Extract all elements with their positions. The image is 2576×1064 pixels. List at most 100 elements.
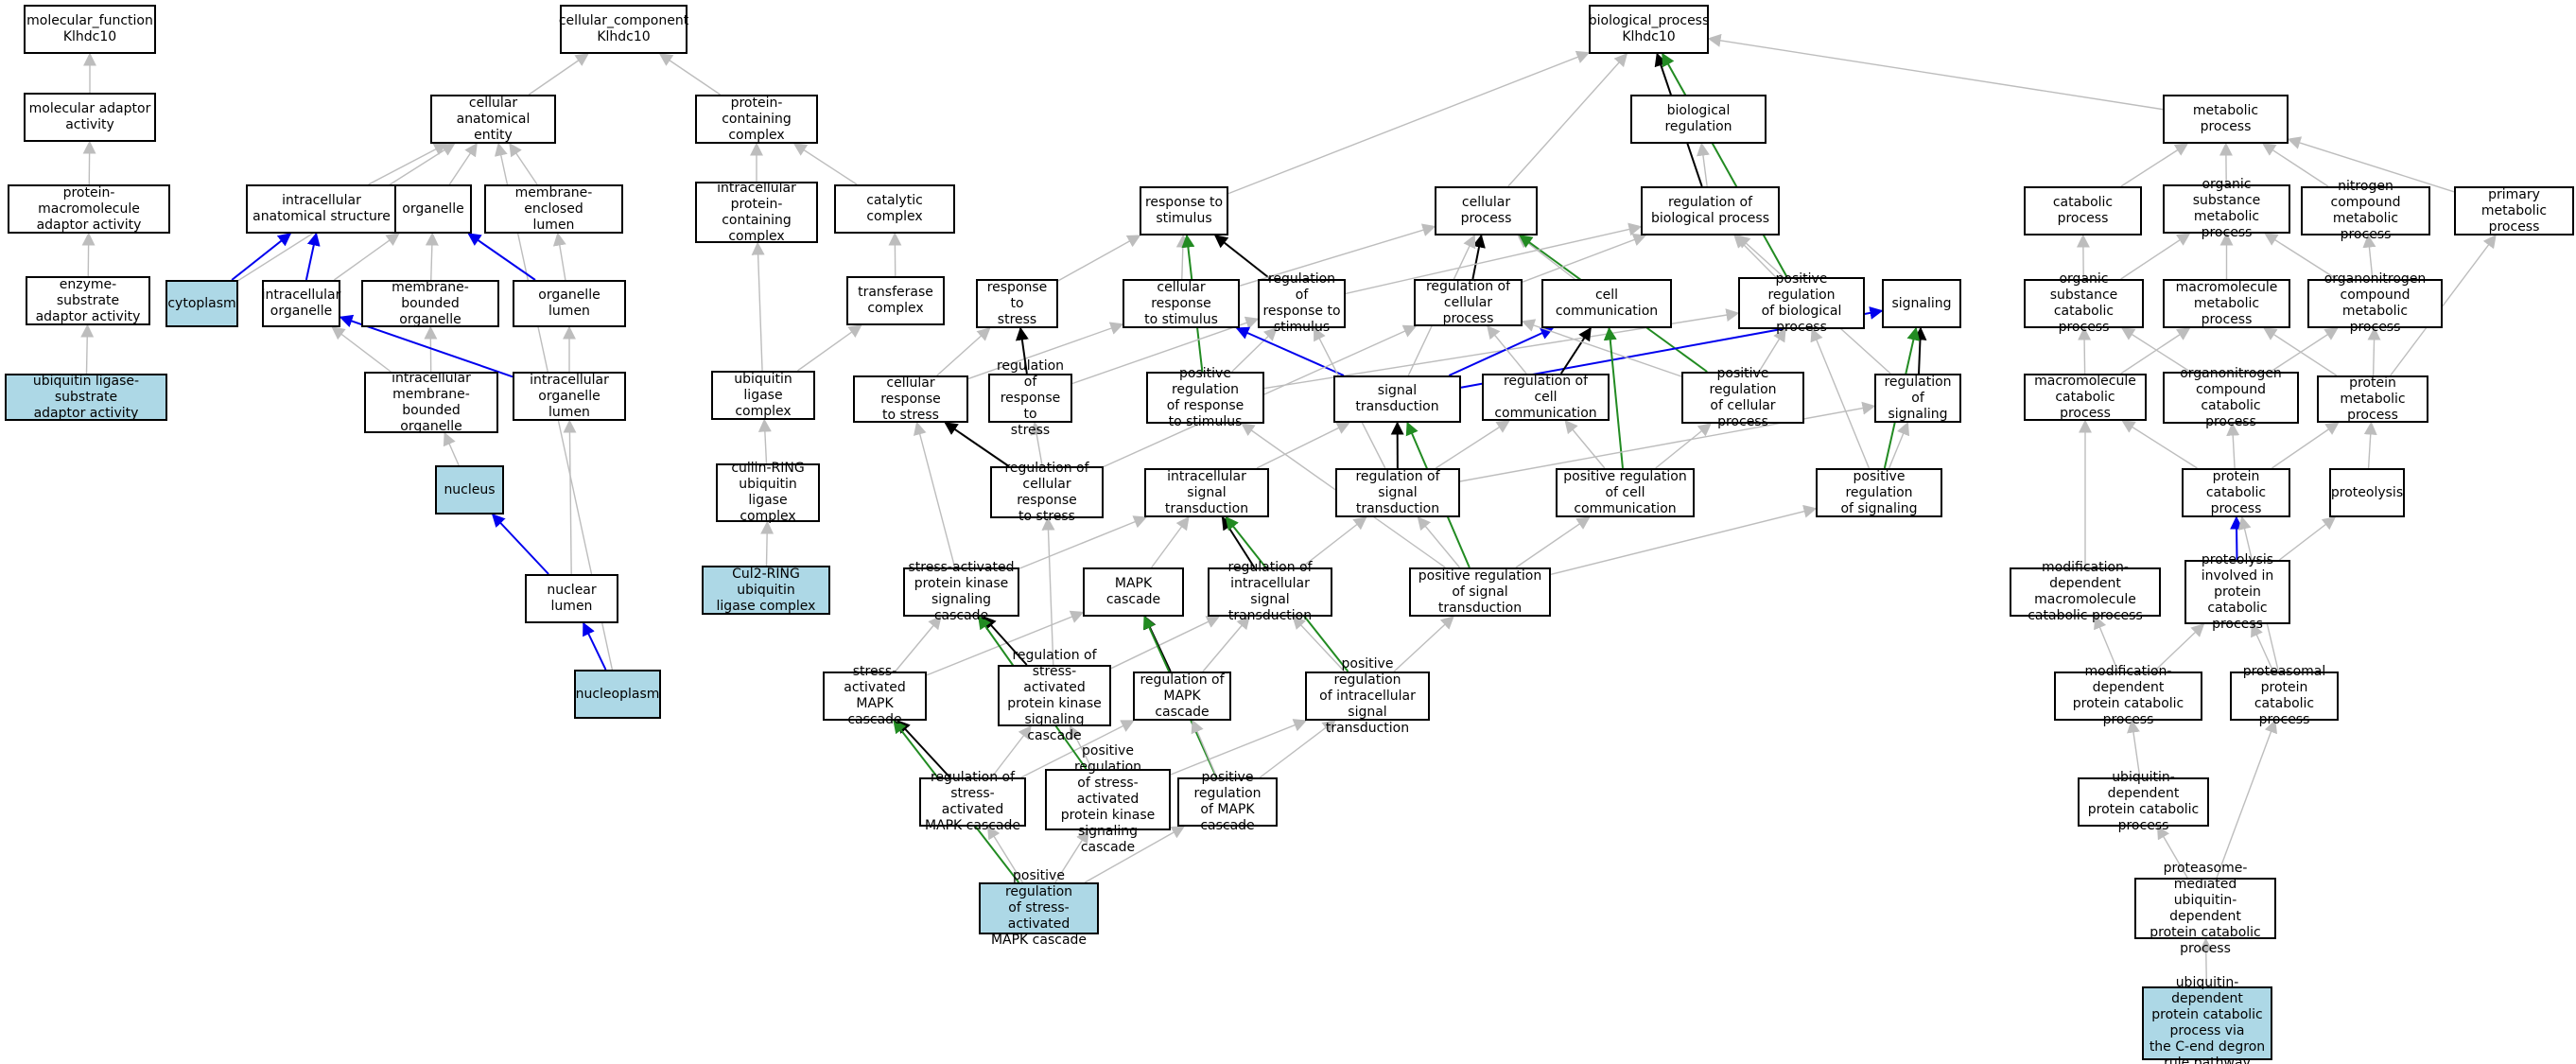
edge-is-a-pos-reg-stress-act-mapk-to-reg-stress-act-mapk bbox=[986, 825, 1023, 883]
edge-is-a-reg-stress-act-mapk-to-reg-stress-act-pk bbox=[990, 724, 1032, 778]
edge-is-a-mod-dep-prot-catab-to-proteolysis-prot-catab bbox=[2153, 623, 2205, 672]
edge-is-a-cellular-resp-stress-to-response-stress bbox=[936, 327, 991, 376]
go-term-transferase-complex: transferase complex bbox=[846, 276, 945, 325]
edge-is-a-stress-act-mapk-to-mapk-cascade bbox=[926, 610, 1085, 676]
edge-is-a-proteolysis-to-protein-metab bbox=[2363, 421, 2377, 469]
edge-is-a-reg-signal-transd-to-reg-signaling bbox=[1459, 401, 1876, 482]
go-term-pos-reg-mapk: positive regulation of MAPK cascade bbox=[1177, 770, 1278, 833]
go-term-intracell-mb-org: intracellular membrane-bounded organelle bbox=[364, 371, 498, 434]
go-term-cellular-resp-stimulus: cellular response to stimulus bbox=[1123, 279, 1240, 328]
edge-is-a-reg-cellular-resp-stress-to-reg-resp-stress bbox=[1030, 421, 1044, 467]
edge-is-a-intracell-anat-to-cell-anat-entity bbox=[368, 143, 448, 185]
go-term-metabolic-process: metabolic process bbox=[2163, 95, 2289, 144]
go-term-cellular-resp-stress: cellular response to stress bbox=[853, 375, 968, 423]
edge-is-a-pos-reg-signal-transd-to-pos-reg-cell-comm bbox=[1515, 516, 1591, 568]
edge-is-a-macromolecule-catab-to-organic-subst-catab bbox=[2078, 326, 2092, 375]
go-term-reg-mapk: regulation of MAPK cascade bbox=[1133, 672, 1231, 721]
go-term-reg-resp-stress: regulation of response to stress bbox=[988, 358, 1072, 438]
go-term-enzyme-substrate: enzyme-substrate adaptor activity bbox=[26, 276, 150, 325]
edge-is-a-catalytic-complex-to-protein-containing bbox=[792, 143, 858, 185]
edge-is-a-catabolic-process-to-metabolic-process bbox=[2120, 143, 2189, 187]
edge-is-a-ub-ligase-complex-to-transferase-complex bbox=[796, 324, 862, 372]
edge-regulates-reg-stress-act-mapk-to-stress-act-mapk bbox=[896, 719, 951, 778]
edge-is-a-reg-resp-stress-to-reg-resp-stimulus bbox=[1071, 316, 1260, 385]
go-term-macromolecule-metab: macromolecule metabolic process bbox=[2163, 279, 2290, 328]
edge-is-a-cellular-process-to-bp-root bbox=[1507, 52, 1628, 187]
edge-is-a-pos-reg-signaling-to-pos-reg-bio-process bbox=[1810, 327, 1871, 469]
go-term-pos-reg-bio-process: positive regulation of biological proces… bbox=[1738, 271, 1865, 335]
edge-positively-regulates-pos-reg-bio-process-to-bp-root bbox=[1662, 52, 1788, 278]
go-term-catabolic-process: catabolic process bbox=[2024, 186, 2142, 235]
edge-is-a-pos-reg-intracell-signal-transd-to-reg-intracell-signal-transd bbox=[1292, 615, 1346, 672]
go-term-organelle-lumen: organelle lumen bbox=[513, 280, 626, 327]
edge-regulates-reg-cellular-process-to-cellular-process bbox=[1471, 234, 1486, 280]
go-term-prot-macro-adaptor: protein-macromolecule adaptor activity bbox=[8, 184, 170, 234]
edge-part-of-organelle-lumen-to-organelle bbox=[467, 233, 536, 281]
edge-is-a-pos-reg-stress-act-mapk-to-pos-reg-mapk bbox=[1084, 826, 1186, 883]
edge-is-a-metabolic-process-to-bp-root bbox=[1707, 33, 2164, 111]
go-term-cullin-ring: cullin-RING ubiquitin ligase complex bbox=[716, 461, 820, 524]
edge-is-a-reg-cellular-process-to-reg-bio-process bbox=[1522, 233, 1647, 283]
go-term-pos-reg-stress-act-pk: positive regulation of stress-activated … bbox=[1045, 743, 1171, 855]
edge-is-a-pos-reg-mapk-to-reg-mapk bbox=[1191, 719, 1218, 778]
go-term-ub-dep-prot-catab: ubiquitin-dependent protein catabolic pr… bbox=[2078, 770, 2209, 833]
edge-is-a-proteasome-ub-dep-to-ub-dep-prot-catab bbox=[2156, 825, 2188, 879]
edge-is-a-proteasomal-catab-to-proteolysis-prot-catab bbox=[2251, 622, 2274, 672]
go-term-proteasomal-catab: proteasomal protein catabolic process bbox=[2230, 664, 2339, 727]
edge-is-a-protein-catab-to-macromolecule-catab bbox=[2121, 420, 2198, 469]
edge-is-a-protein-catab-to-protein-metab bbox=[2271, 422, 2340, 469]
edge-part-of-signal-transduction-to-cellular-resp-stimulus bbox=[1235, 326, 1345, 376]
go-term-cell-anat-entity: cellular anatomical entity bbox=[430, 95, 556, 144]
edge-is-a-cellular-resp-stimulus-to-response-stimulus bbox=[1175, 234, 1190, 280]
edge-is-a-protein-catab-to-organonitrogen-catab bbox=[2226, 422, 2240, 469]
go-term-protein-metab: protein metabolic process bbox=[2317, 375, 2428, 423]
edge-is-a-pos-reg-stress-act-pk-to-reg-stress-act-pk bbox=[1070, 724, 1093, 770]
edge-is-a-intracell-organelle-to-organelle bbox=[333, 233, 400, 281]
edge-is-a-cul2-ring-to-cullin-ring bbox=[760, 520, 775, 567]
edge-regulates-reg-signaling-to-signaling bbox=[1913, 326, 1927, 375]
edge-is-a-nucleus-to-intracell-mb-org bbox=[443, 431, 460, 466]
edge-is-a-reg-cell-comm-to-reg-cellular-process bbox=[1487, 324, 1527, 375]
edge-is-a-pos-reg-intracell-signal-transd-to-pos-reg-signal-transd bbox=[1393, 616, 1454, 672]
go-term-ub-ligase-substrate: ubiquitin ligase-substrate adaptor activ… bbox=[5, 374, 167, 421]
go-term-response-stress: response to stress bbox=[976, 279, 1058, 328]
go-term-protein-containing: protein-containing complex bbox=[695, 95, 818, 144]
go-term-reg-cellular-resp-stress: regulation of cellular response to stres… bbox=[990, 461, 1104, 524]
edge-is-a-pos-reg-cellular-process-to-reg-cellular-process bbox=[1521, 319, 1682, 377]
edge-is-a-pos-reg-stress-act-mapk-to-pos-reg-stress-act-pk bbox=[1054, 829, 1089, 883]
edge-is-a-ub-dep-prot-catab-to-mod-dep-prot-catab bbox=[2127, 719, 2141, 778]
edge-is-a-mapk-cascade-to-intracell-signal-transd bbox=[1151, 515, 1190, 568]
go-term-proteolysis-prot-catab: proteolysis involved in protein cataboli… bbox=[2184, 552, 2290, 632]
go-term-nucleoplasm: nucleoplasm bbox=[574, 670, 661, 719]
go-term-cellular-process: cellular process bbox=[1435, 186, 1538, 235]
edge-is-a-pos-reg-stress-act-pk-to-pos-reg-intracell-signal-transd bbox=[1170, 719, 1308, 776]
edge-is-a-primary-metab-to-metabolic-process bbox=[2287, 136, 2455, 193]
go-term-reg-bio-process: regulation of biological process bbox=[1641, 186, 1780, 235]
edge-is-a-reg-bio-process-to-bio-regulation bbox=[1697, 142, 1710, 187]
edge-is-a-ub-dep-cend-degron-to-proteasome-ub-dep bbox=[2199, 937, 2213, 987]
go-term-mod-dep-prot-catab: modification-dependent protein catabolic… bbox=[2054, 664, 2202, 727]
edge-is-a-organonitrogen-metab-to-organic-subst-metab bbox=[2264, 233, 2338, 280]
edge-is-a-organelle-lumen-to-membrane-enclosed-lumen bbox=[552, 232, 566, 281]
edge-part-of-nucleoplasm-to-nuclear-lumen bbox=[583, 621, 607, 671]
go-term-nitrogen-compound-metab: nitrogen compound metabolic process bbox=[2301, 179, 2430, 242]
go-term-pos-reg-cellular-process: positive regulation of cellular process bbox=[1681, 366, 1804, 429]
go-term-primary-metab: primary metabolic process bbox=[2454, 186, 2574, 235]
edge-is-a-organonitrogen-catab-to-organonitrogen-metab bbox=[2270, 327, 2339, 373]
edge-is-a-organic-subst-catab-to-organic-subst-metab bbox=[2120, 233, 2191, 280]
edge-is-a-macromolecule-catab-to-macromolecule-metab bbox=[2120, 327, 2191, 375]
edge-is-a-cellular-resp-stress-to-cellular-resp-stimulus bbox=[967, 322, 1124, 380]
go-term-mol-adaptor: molecular adaptor activity bbox=[24, 93, 156, 142]
edge-is-a-reg-stress-act-mapk-to-reg-mapk bbox=[1020, 720, 1135, 778]
go-term-proteolysis: proteolysis bbox=[2329, 468, 2405, 517]
edge-is-a-pos-reg-resp-stimulus-to-reg-resp-stimulus bbox=[1231, 327, 1278, 373]
edge-regulates-reg-cell-comm-to-cell-communication bbox=[1559, 326, 1592, 375]
edge-is-a-nitrogen-compound-metab-to-metabolic-process bbox=[2261, 143, 2329, 187]
edge-is-a-membrane-bounded-org-to-organelle bbox=[425, 232, 439, 281]
go-term-ub-ligase-complex: ubiquitin ligase complex bbox=[711, 371, 815, 420]
go-term-stress-act-mapk: stress-activated MAPK cascade bbox=[823, 664, 927, 727]
edge-is-a-pos-reg-signal-transd-to-reg-signal-transd bbox=[1417, 515, 1460, 568]
go-term-cc-root: cellular_component Klhdc10 bbox=[559, 5, 688, 54]
edge-is-a-intracell-signal-transd-to-signal-transduction bbox=[1256, 422, 1350, 469]
go-term-reg-cellular-process: regulation of cellular process bbox=[1414, 279, 1523, 326]
